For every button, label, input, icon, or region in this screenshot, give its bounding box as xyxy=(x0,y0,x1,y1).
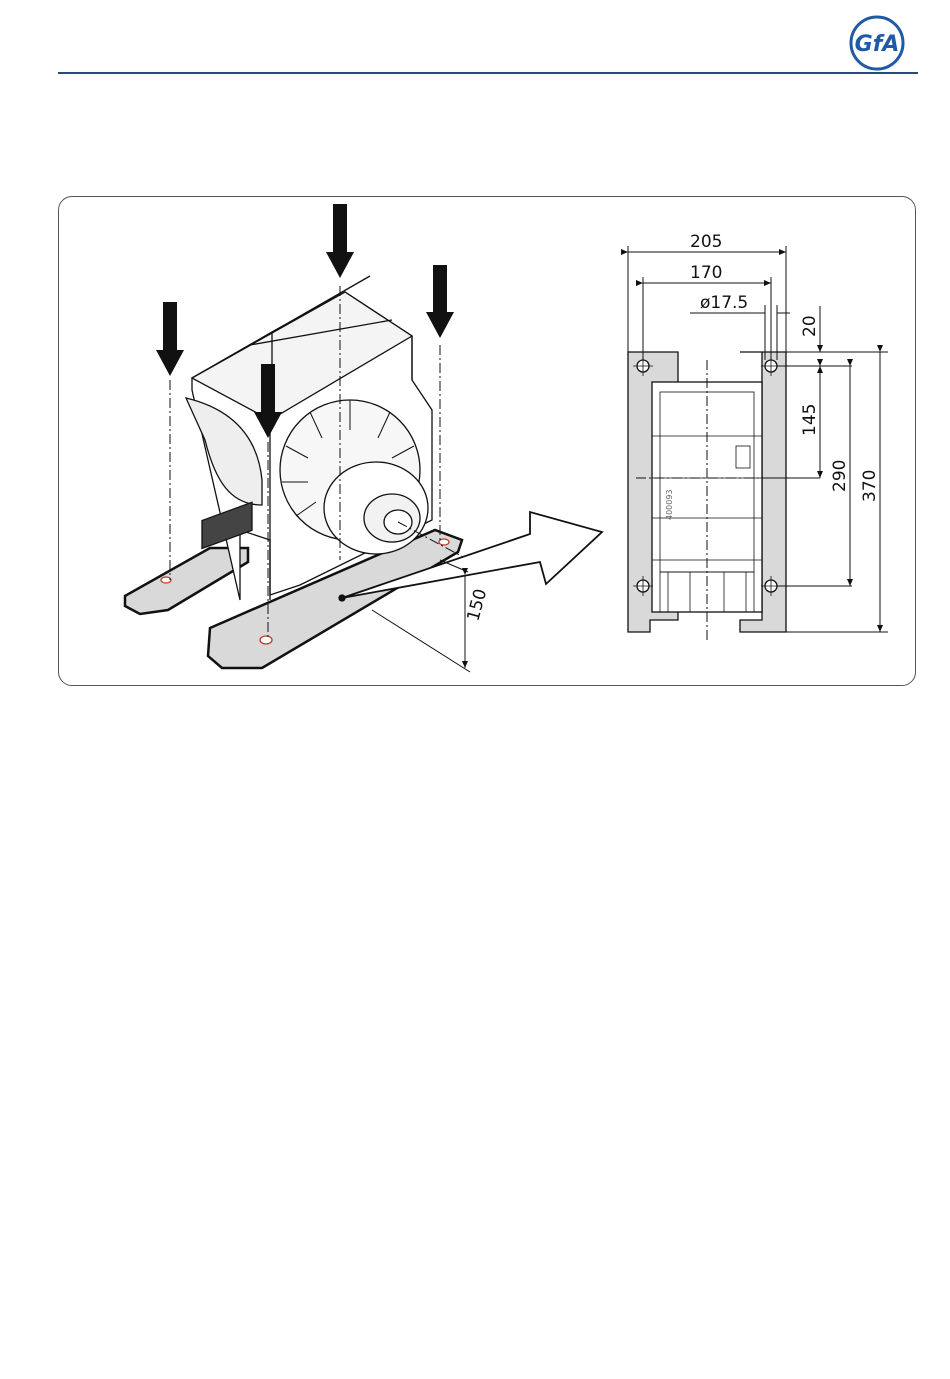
dim-145: 145 xyxy=(800,404,820,436)
dim-170: 170 xyxy=(690,263,722,283)
dim-370: 370 xyxy=(860,470,880,502)
height-label: 150 xyxy=(464,587,492,624)
dim-hole-diameter: ø17.5 xyxy=(700,293,748,313)
part-marking: 400093 xyxy=(665,489,674,520)
down-arrow xyxy=(426,265,454,338)
dim-205: 205 xyxy=(690,232,722,252)
dim-290: 290 xyxy=(830,460,850,492)
left-foot xyxy=(125,548,248,614)
dim-20: 20 xyxy=(800,315,820,337)
down-arrow xyxy=(156,302,184,376)
down-arrow xyxy=(326,204,354,278)
